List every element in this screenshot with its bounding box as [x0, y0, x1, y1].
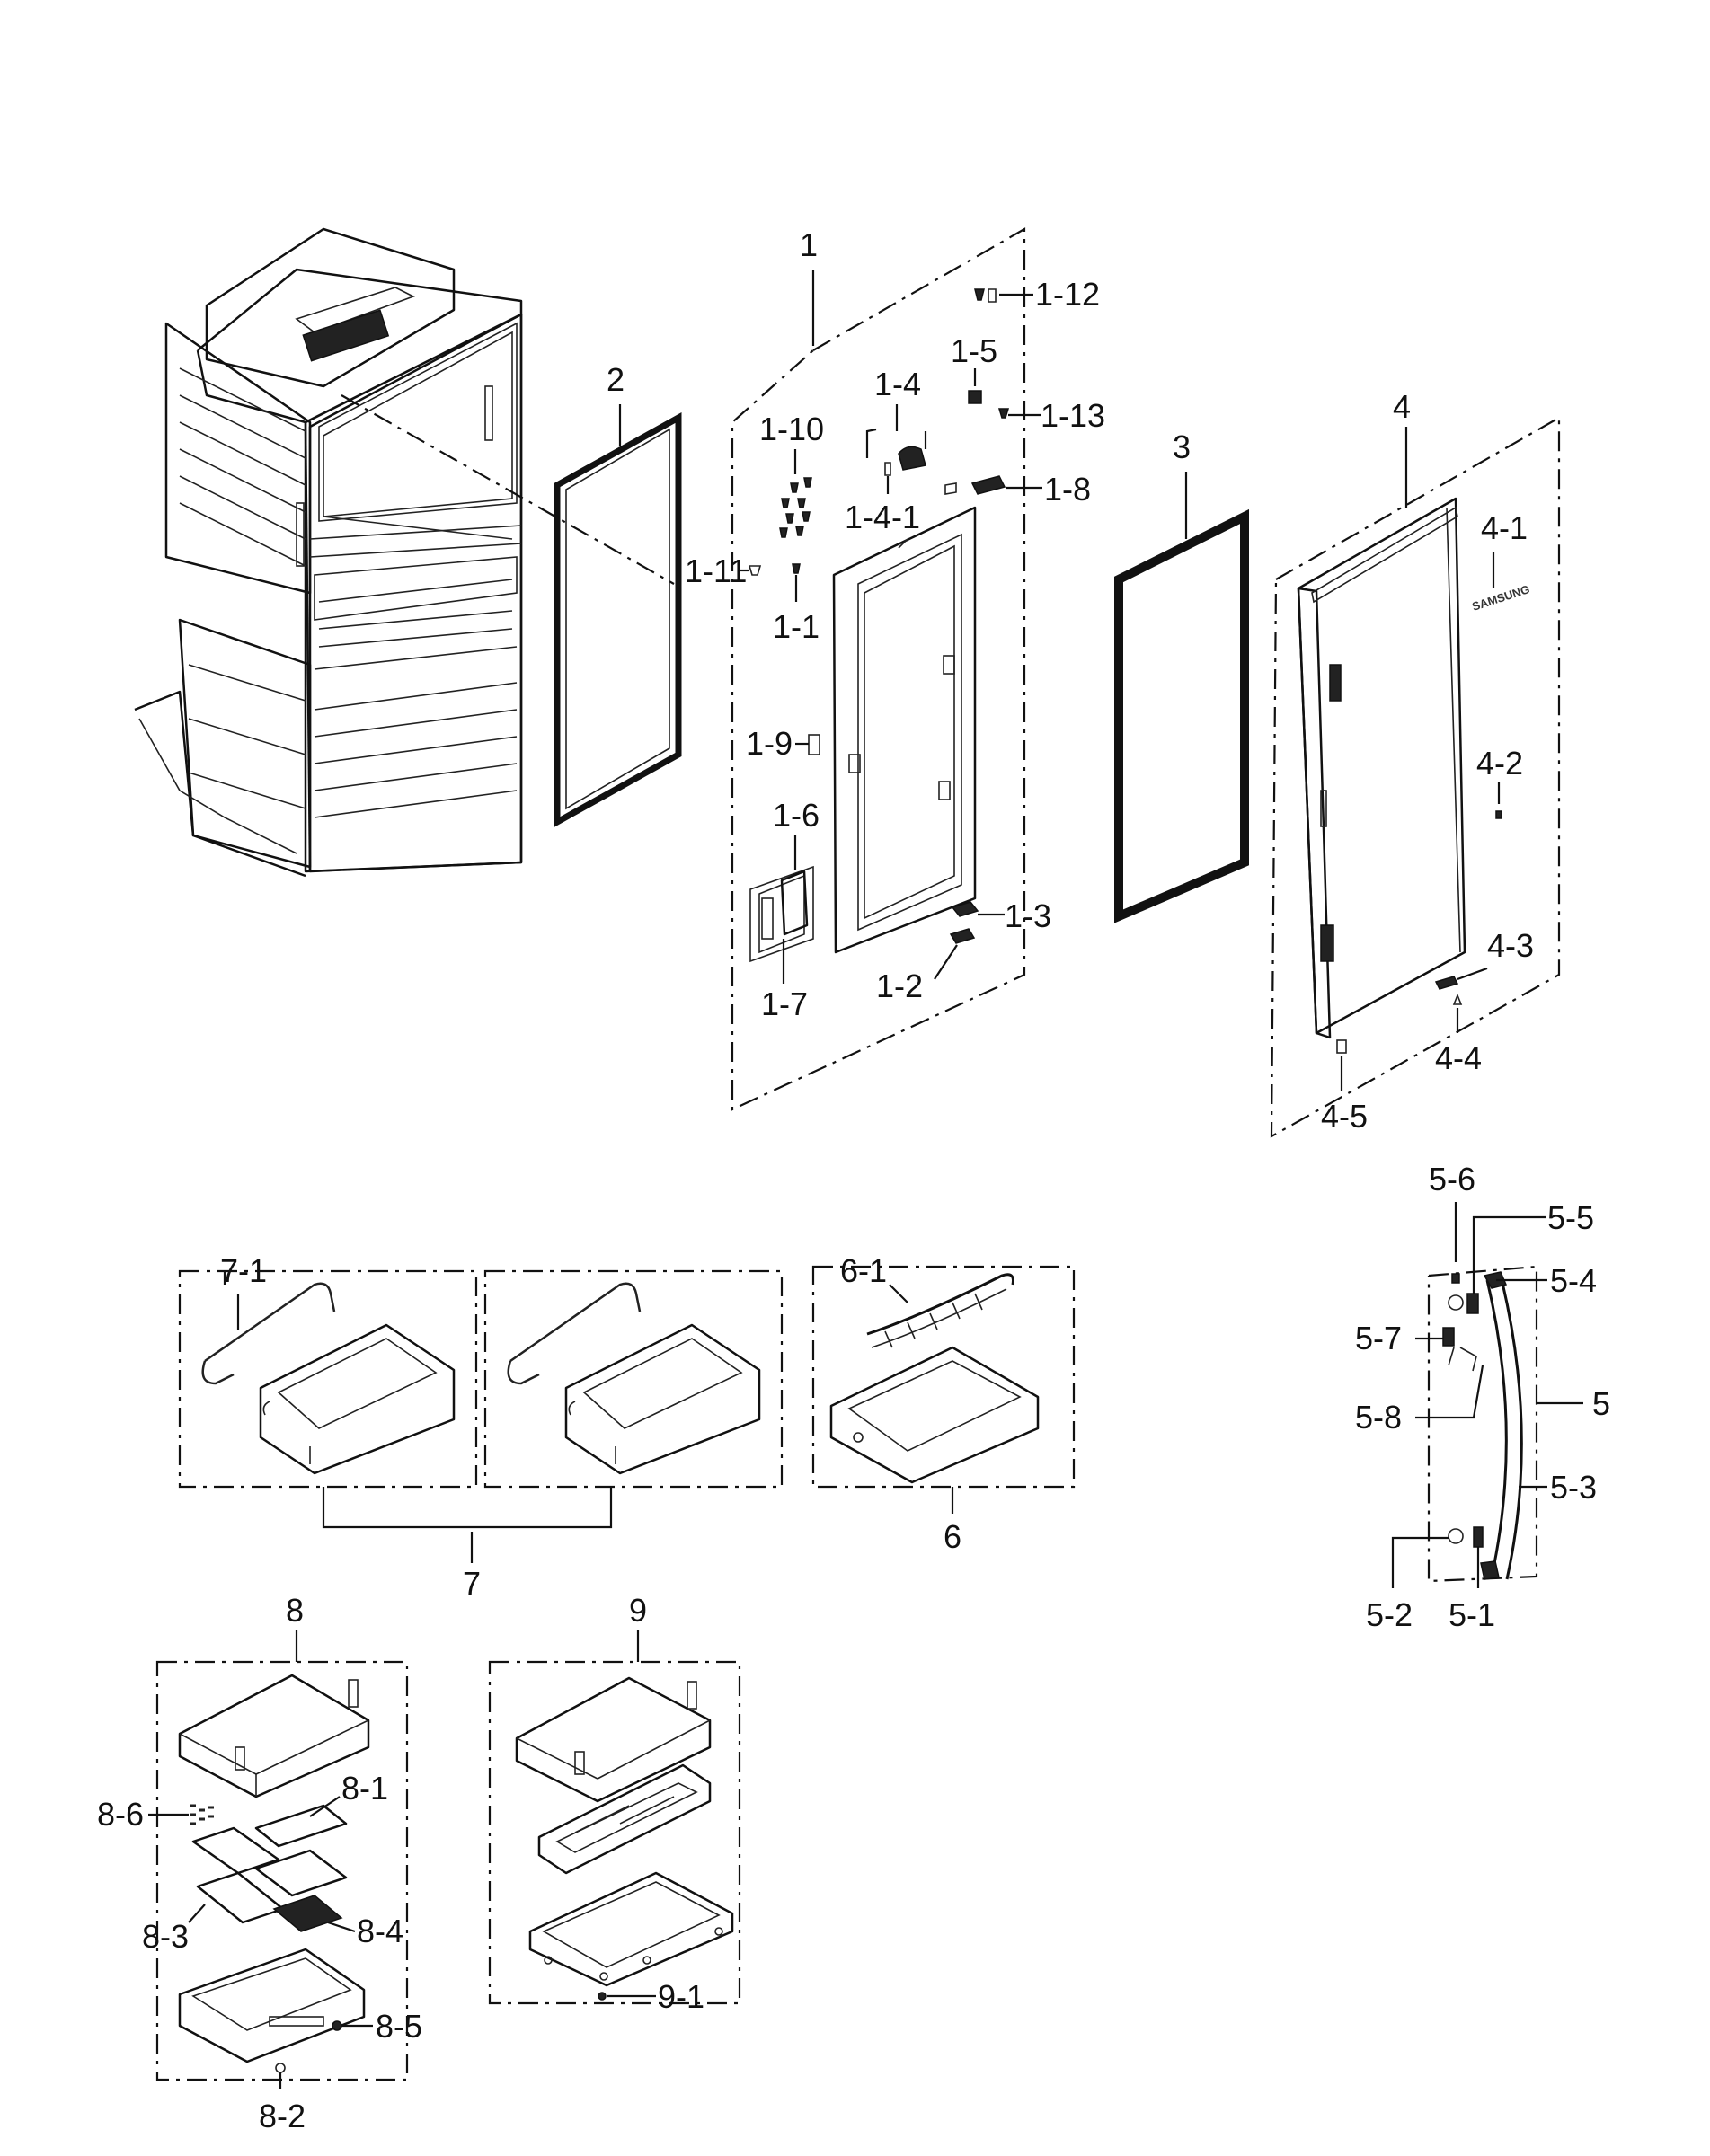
label-4-4: 4-4 — [1435, 1039, 1482, 1076]
label-1: 1 — [800, 226, 818, 263]
label-5-5: 5-5 — [1547, 1199, 1594, 1236]
samsung-brand-mark: SAMSUNG — [1470, 582, 1531, 614]
label-8-2: 8-2 — [259, 2098, 306, 2134]
label-8-1: 8-1 — [341, 1770, 388, 1807]
label-1-4: 1-4 — [874, 366, 921, 402]
label-5-7: 5-7 — [1355, 1320, 1402, 1356]
door-assembly-1: 1 1-12 1-5 1-13 1-4 1-4-1 — [685, 226, 1105, 1111]
label-9: 9 — [629, 1592, 647, 1629]
label-8-6: 8-6 — [97, 1796, 144, 1833]
label-1-3: 1-3 — [1005, 897, 1051, 934]
label-1-4-1: 1-4-1 — [845, 499, 920, 535]
label-3: 3 — [1173, 429, 1191, 465]
label-1-6: 1-6 — [773, 797, 820, 834]
label-5-8: 5-8 — [1355, 1399, 1402, 1436]
label-1-9: 1-9 — [746, 725, 793, 762]
label-5-1: 5-1 — [1449, 1596, 1495, 1633]
label-5-6: 5-6 — [1429, 1161, 1475, 1197]
label-1-7: 1-7 — [761, 985, 808, 1022]
label-8: 8 — [286, 1592, 304, 1629]
label-7: 7 — [463, 1565, 481, 1602]
label-8-4: 8-4 — [357, 1913, 403, 1949]
label-2: 2 — [607, 361, 625, 398]
label-4: 4 — [1393, 388, 1411, 425]
label-4-5: 4-5 — [1321, 1098, 1368, 1135]
label-1-11: 1-11 — [685, 552, 747, 589]
handle-assembly-5: 5-6 5-5 5-4 5-7 5-8 5 5-3 5-2 5-1 — [1355, 1161, 1610, 1633]
label-5-4: 5-4 — [1550, 1262, 1597, 1299]
label-6-1: 6-1 — [840, 1252, 887, 1289]
label-5-3: 5-3 — [1550, 1469, 1597, 1506]
screw-cluster-1-10 — [779, 477, 812, 538]
label-7-1: 7-1 — [220, 1252, 267, 1289]
door-assembly-4: 4 SAMSUNG 4-1 4-2 4-3 4-4 4-5 — [1270, 388, 1561, 1138]
bin-6: 6-1 6 — [811, 1252, 1076, 1555]
label-8-5: 8-5 — [376, 2008, 422, 2045]
drawer-assembly-9: 9 9-1 — [488, 1592, 741, 2015]
gasket-2: 2 — [554, 361, 682, 827]
label-1-2: 1-2 — [876, 968, 923, 1004]
label-1-5: 1-5 — [951, 332, 997, 369]
label-1-13: 1-13 — [1041, 397, 1105, 434]
label-9-1: 9-1 — [658, 1978, 704, 2015]
bin-assembly-7: 7-1 7 — [178, 1252, 784, 1602]
label-6: 6 — [944, 1518, 961, 1555]
label-4-3: 4-3 — [1487, 927, 1534, 964]
label-1-12: 1-12 — [1035, 276, 1100, 313]
label-4-1: 4-1 — [1481, 509, 1528, 546]
label-1-10: 1-10 — [759, 411, 824, 447]
label-1-1: 1-1 — [773, 608, 820, 645]
label-4-2: 4-2 — [1476, 745, 1523, 782]
refrigerator-cabinet — [134, 227, 675, 878]
drawer-assembly-8: 8 8-6 8-1 8-3 8-4 8-5 8-2 — [97, 1592, 422, 2134]
label-5-2: 5-2 — [1366, 1596, 1413, 1633]
label-1-8: 1-8 — [1044, 471, 1091, 508]
label-8-3: 8-3 — [142, 1918, 189, 1955]
gasket-3: 3 — [1114, 429, 1249, 923]
label-5: 5 — [1592, 1385, 1610, 1422]
